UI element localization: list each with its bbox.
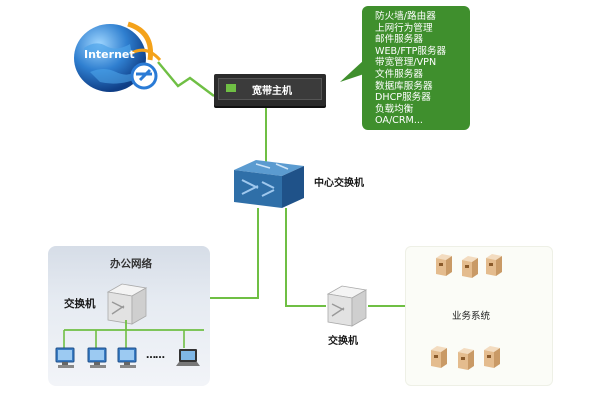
services-pointer xyxy=(340,60,364,82)
branch-switch-icon xyxy=(324,284,368,328)
service-item: 带宽管理/VPN xyxy=(375,57,437,69)
service-item: WEB/FTP服务器 xyxy=(375,45,447,57)
more-devices-ellipsis: …… xyxy=(146,350,165,361)
service-item: 负载均衡 xyxy=(375,103,414,115)
office-switch-icon xyxy=(104,282,148,326)
service-item: DHCP服务器 xyxy=(375,92,431,104)
internet-label: Internet xyxy=(84,48,135,61)
core-switch-label: 中心交换机 xyxy=(314,178,364,189)
pc-icon xyxy=(86,346,112,370)
server-unit: 宽带主机 xyxy=(214,74,326,106)
service-item: OA/CRM... xyxy=(375,115,423,127)
branch-switch-label: 交换机 xyxy=(328,336,358,347)
pc-icon xyxy=(54,346,80,370)
services-list: 防火墙/路由器 上网行为管理 邮件服务器 WEB/FTP服务器 带宽管理/VPN… xyxy=(362,6,470,130)
server-tower-icon xyxy=(429,346,449,368)
business-system-label: 业务系统 xyxy=(452,311,491,322)
office-lan-bus xyxy=(63,320,204,348)
service-item: 邮件服务器 xyxy=(375,34,423,46)
office-title: 办公网络 xyxy=(110,258,152,270)
server-tower-icon xyxy=(456,348,476,370)
business-system-panel xyxy=(405,246,553,386)
internet-link xyxy=(157,61,215,97)
laptop-icon xyxy=(174,346,202,370)
internet-globe-icon: Internet xyxy=(70,14,166,100)
core-branch-link xyxy=(285,208,326,307)
server-front-panel xyxy=(218,78,322,100)
server-label: 宽带主机 xyxy=(252,86,292,97)
core-switch-icon xyxy=(226,160,308,210)
service-item: 文件服务器 xyxy=(375,68,423,80)
server-tower-icon xyxy=(482,346,502,368)
server-led-icon xyxy=(226,84,236,92)
server-tower-icon xyxy=(460,256,480,278)
server-tower-icon xyxy=(434,254,454,276)
service-item: 上网行为管理 xyxy=(375,22,433,34)
office-switch-label: 交换机 xyxy=(64,298,96,310)
pc-icon xyxy=(116,346,142,370)
server-tower-icon xyxy=(484,254,504,276)
service-item: 防火墙/路由器 xyxy=(375,11,436,22)
service-item: 数据库服务器 xyxy=(375,80,433,92)
